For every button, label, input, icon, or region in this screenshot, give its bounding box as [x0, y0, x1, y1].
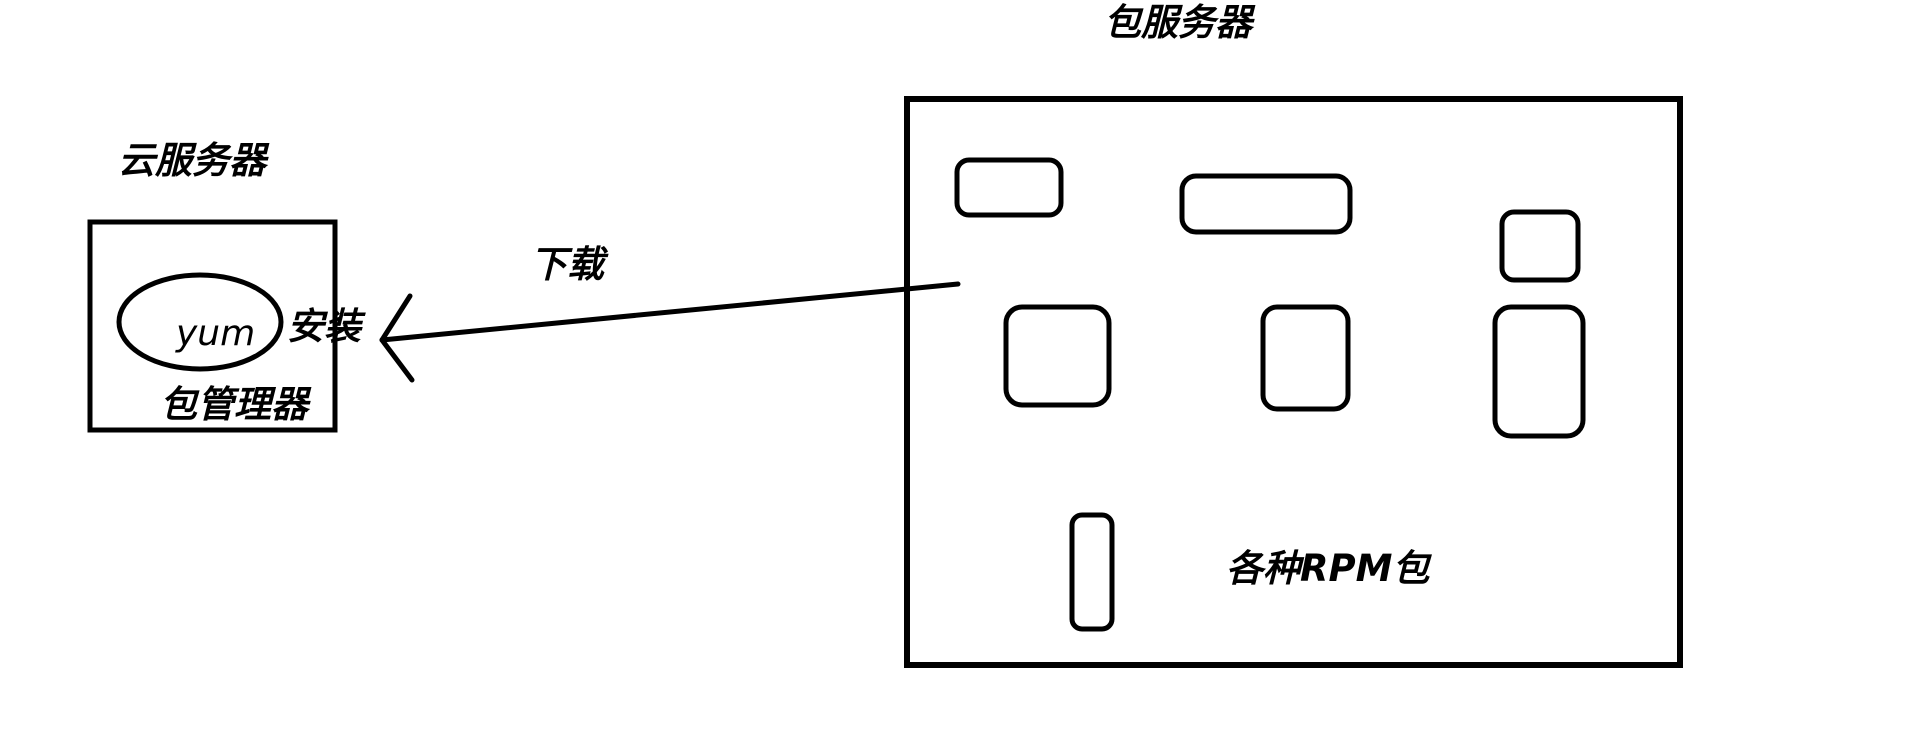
- install-label: 安装: [287, 305, 361, 348]
- cloud-server-box: [87, 219, 338, 433]
- download-arrow-head: [379, 293, 415, 383]
- rpm-package-block: [954, 157, 1064, 218]
- package-server-box: [904, 96, 1683, 668]
- cloud-server-title: 云服务器: [118, 139, 266, 182]
- yum-label: yum: [176, 313, 256, 354]
- rpm-package-block: [1003, 304, 1112, 408]
- rpm-package-block: [1179, 173, 1353, 235]
- download-label: 下载: [530, 243, 604, 286]
- rpm-packages-label: 各种RPM包: [1226, 547, 1430, 590]
- package-server-title: 包服务器: [1104, 1, 1252, 44]
- yum-ellipse: [116, 272, 284, 372]
- rpm-package-block: [1499, 209, 1581, 283]
- package-manager-label: 包管理器: [160, 383, 308, 426]
- rpm-package-block: [1492, 304, 1586, 439]
- rpm-package-block: [1069, 512, 1115, 632]
- download-arrow-shaft: [379, 281, 961, 343]
- rpm-package-block: [1260, 304, 1351, 412]
